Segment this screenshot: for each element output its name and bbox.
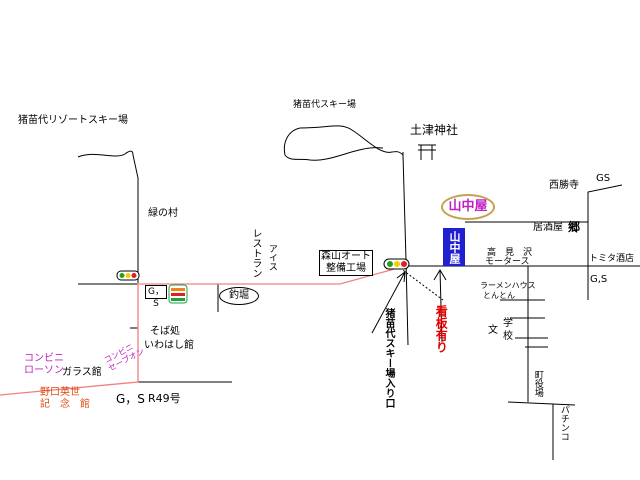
label-machiyakuba: 町役場: [532, 370, 543, 397]
traffic-light-icon: [116, 270, 140, 281]
label-soba: そば処: [150, 326, 180, 337]
label-gs-top: GS: [596, 173, 611, 184]
label-inawashiro-resort: 猪苗代リゾートスキー場: [18, 115, 128, 126]
road-bottom-right: [507, 401, 576, 406]
label-go: 郷: [568, 220, 581, 234]
label-pachinko: パチンコ: [558, 405, 569, 441]
label-midori-no-mura: 緑の村: [148, 208, 178, 219]
label-gs-bottom: G，S: [116, 392, 145, 406]
road-ski-left: [283, 127, 384, 161]
label-conv-lawson2: ローソン: [24, 365, 64, 376]
label-gs-right: G,S: [590, 274, 608, 285]
label-glass: ガラス館: [62, 367, 102, 378]
oval-yamanaka: 山中屋: [441, 194, 495, 220]
label-ski-entrance: 猪苗代スキー場入り口: [383, 308, 394, 408]
label-saishoji: 西勝寺: [549, 180, 579, 191]
label-ramen1: ラーメンハウス: [480, 281, 536, 290]
label-hanitsu-shrine: 土津神社: [410, 123, 459, 137]
label-inawashiro-ski: 猪苗代スキー場: [293, 100, 357, 110]
label-bunko: 文: [488, 325, 498, 336]
road-resort: [77, 150, 139, 283]
label-aisu: アイス: [266, 244, 277, 271]
sign-moriyama: 森山オート 整備工場: [319, 250, 373, 276]
label-motors: モータース: [485, 257, 530, 267]
label-r49: R49号: [148, 392, 181, 405]
road-ski: [299, 125, 409, 346]
pink-route: [0, 265, 406, 396]
label-gakko: 学: [503, 318, 513, 329]
label-kou: 校: [503, 331, 513, 342]
label-noguchi2: 記 念 館: [40, 399, 90, 410]
label-kanban: 看板有り: [434, 305, 449, 353]
dotted-line: [399, 267, 444, 301]
seven-eleven-icon: [168, 284, 188, 304]
traffic-light-icon: [383, 258, 410, 270]
label-iwahashikan: いわはし館: [144, 340, 194, 351]
label-takami: 高 見 沢: [487, 248, 533, 258]
label-toyota: トミタ酒店: [589, 254, 635, 264]
label-izakaya: 居酒屋: [533, 222, 563, 233]
label-noguchi1: 野口英世: [40, 387, 80, 398]
road-gs-top: [587, 184, 623, 222]
box-gs: G，S: [145, 285, 167, 309]
label-conv-lawson1: コンビニ: [24, 353, 64, 364]
box-yamanaka: 山中屋: [443, 228, 465, 266]
label-ramen2: とんとん: [483, 291, 515, 300]
label-restaurant: レストラン: [250, 228, 261, 278]
torii-icon: [418, 144, 436, 160]
oval-tsuribori: 釣堀: [219, 287, 259, 305]
arrow-ski-entrance: [371, 270, 406, 334]
arrow-kanban: [433, 269, 447, 343]
